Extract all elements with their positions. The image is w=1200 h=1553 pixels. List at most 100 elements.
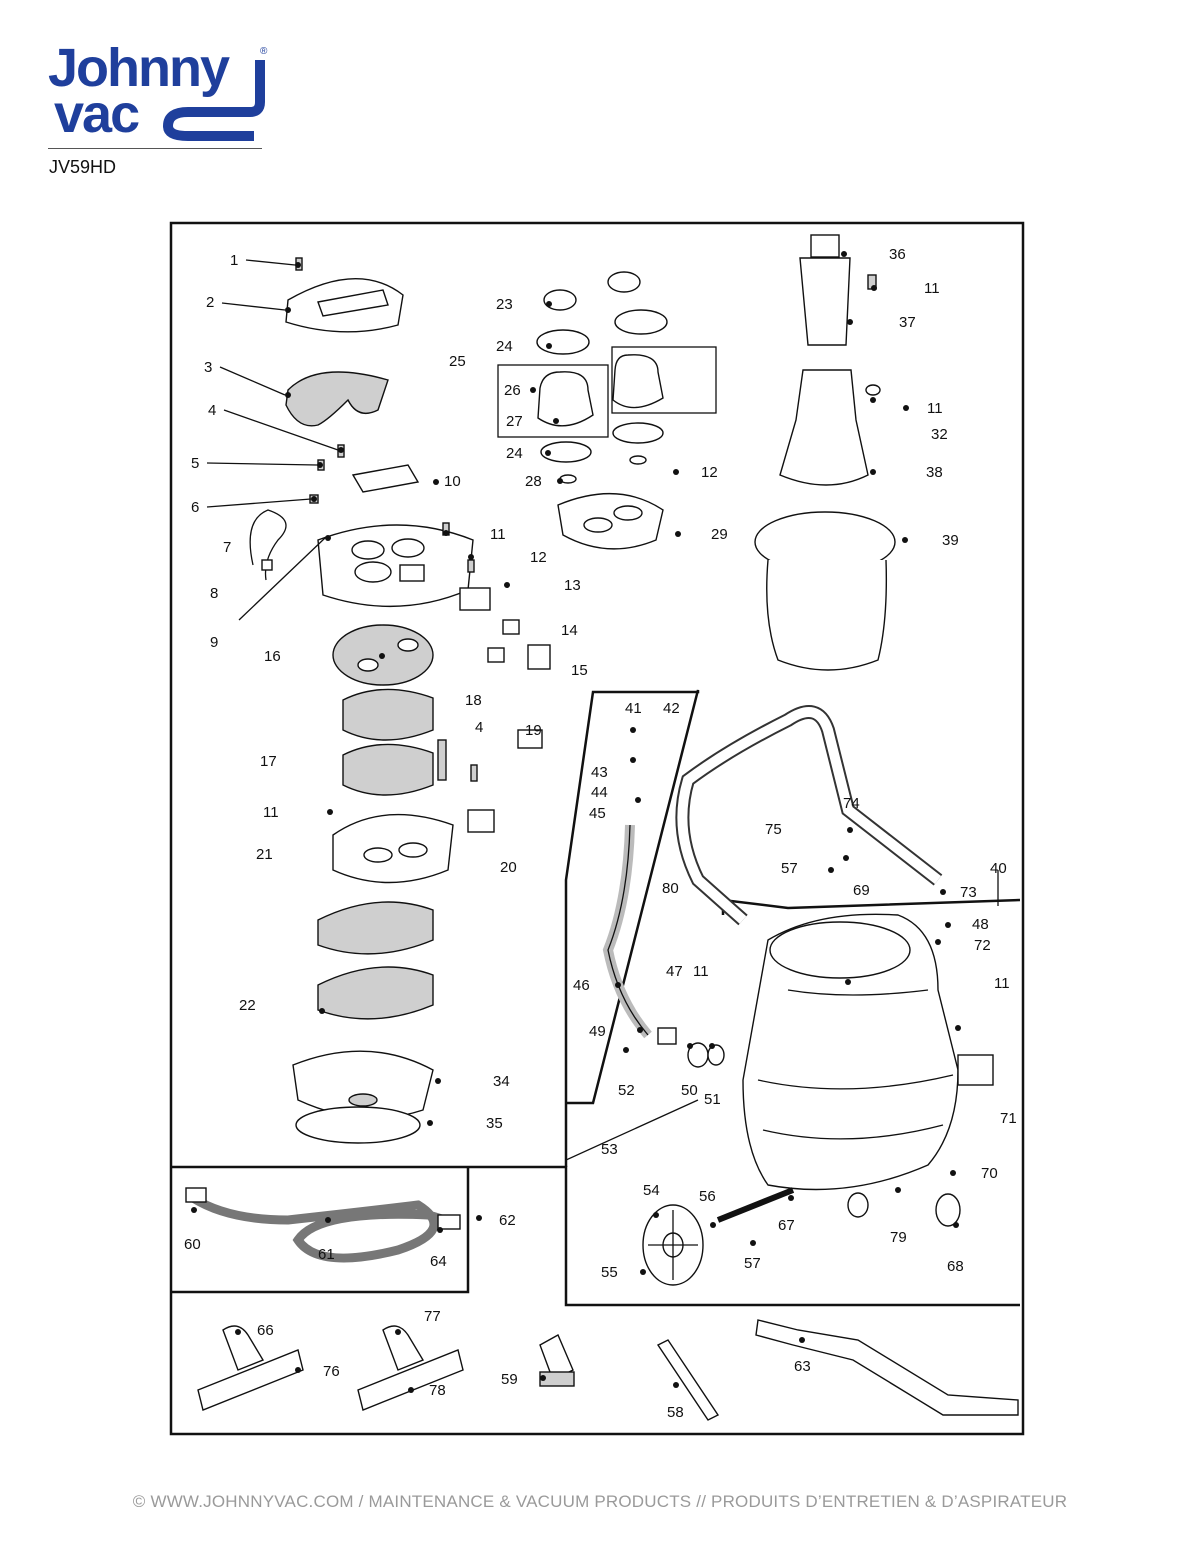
callout-label: 72 (974, 937, 991, 954)
callout-label: 27 (506, 413, 523, 430)
crevice-tool-58 (656, 1339, 720, 1421)
callout-label: 4 (208, 402, 216, 419)
callout-label: 23 (496, 296, 513, 313)
floor-tool-76 (197, 1325, 304, 1411)
callout-label: 14 (561, 622, 578, 639)
callout-label: 6 (191, 499, 199, 516)
callout-label: 18 (465, 692, 482, 709)
callout-label: 9 (210, 634, 218, 651)
caster-68 (935, 1193, 961, 1227)
callout-label: 11 (490, 526, 506, 543)
callout-label: 70 (981, 1165, 998, 1182)
logo-text-johnny: Johnny (48, 40, 230, 98)
callout-label: 62 (499, 1212, 516, 1229)
logo-swoosh (162, 60, 265, 141)
callout-label: 29 (711, 526, 728, 543)
callout-label: 55 (601, 1264, 618, 1281)
axle-67 (716, 1187, 795, 1223)
callout-label: 71 (1000, 1110, 1017, 1127)
callout-label: 11 (927, 400, 943, 417)
callout-label: 79 (890, 1229, 907, 1246)
carry-handle-top (285, 278, 404, 333)
callout-label: 21 (256, 846, 273, 863)
callout-label: 16 (264, 648, 281, 665)
hose-box (171, 1167, 470, 1294)
callout-label: 56 (699, 1188, 716, 1205)
callout-label: 52 (618, 1082, 635, 1099)
callout-label: 60 (184, 1236, 201, 1253)
callout-label: 61 (318, 1246, 335, 1263)
callout-label: 78 (429, 1382, 446, 1399)
callout-label: 77 (424, 1308, 441, 1325)
callout-label: 58 (667, 1404, 684, 1421)
hose-62 (185, 1187, 461, 1263)
motor-plate-29 (557, 492, 664, 550)
float-valve-36-37 (799, 234, 877, 346)
callout-label: 49 (589, 1023, 606, 1040)
power-cord (249, 509, 287, 581)
callout-label: 24 (506, 445, 523, 462)
hose-kit-box (564, 689, 700, 1167)
callout-label: 12 (701, 464, 718, 481)
callout-label: 38 (926, 464, 943, 481)
filter-bag-39 (754, 511, 896, 671)
callout-label: 11 (693, 963, 709, 980)
callout-label: 64 (430, 1253, 447, 1270)
upholstery-tool-59 (539, 1334, 575, 1387)
motor-assembly-25 (497, 271, 717, 484)
callout-label: 1 (230, 252, 238, 269)
callout-labels: 1 2 3 4 5 6 7 8 9 10 11 12 13 14 15 16 1… (184, 246, 1017, 1421)
callout-label: 80 (662, 880, 679, 897)
callout-label: 69 (853, 882, 870, 899)
callout-label: 53 (601, 1141, 618, 1158)
callout-label: 35 (486, 1115, 503, 1132)
callout-label: 50 (681, 1082, 698, 1099)
diagram-frame (169, 221, 1025, 1436)
callout-label: 57 (744, 1255, 761, 1272)
callout-label: 13 (564, 577, 581, 594)
callout-label: 42 (663, 700, 680, 717)
tank-box (721, 898, 1021, 915)
callout-label: 39 (942, 532, 959, 549)
callout-label: 59 (501, 1371, 518, 1388)
callout-label: 41 (625, 700, 642, 717)
registered-mark: ® (260, 46, 268, 57)
callout-label: 54 (643, 1182, 660, 1199)
callout-label: 12 (530, 549, 547, 566)
callout-label: 76 (323, 1363, 340, 1380)
callout-label: 17 (260, 753, 277, 770)
callout-label: 32 (931, 426, 948, 443)
wheel-54 (642, 1204, 704, 1286)
callout-label: 15 (571, 662, 588, 679)
callout-label: 34 (493, 1073, 510, 1090)
johnny-vac-logo: Johnny vac ® (48, 40, 268, 144)
callout-label: 11 (924, 280, 940, 297)
callout-label: 10 (444, 473, 461, 490)
callout-label: 3 (204, 359, 212, 376)
wand-63 (755, 1319, 1019, 1416)
float-cage-34 (292, 1050, 434, 1119)
exploded-parts-diagram: 1 2 3 4 5 6 7 8 9 10 11 12 13 14 15 16 1… (169, 221, 1025, 1436)
callout-label: 67 (778, 1217, 795, 1234)
callout-label: 51 (704, 1091, 721, 1108)
callout-label: 45 (589, 805, 606, 822)
gasket-22 (317, 901, 434, 1020)
callout-label: 2 (206, 294, 214, 311)
tank-40 (742, 913, 994, 1191)
gasket-ring-35 (295, 1106, 421, 1144)
callout-label: 7 (223, 539, 231, 556)
callout-label: 63 (794, 1358, 811, 1375)
callout-label: 19 (525, 722, 542, 739)
callout-label: 20 (500, 859, 517, 876)
push-handle-74 (675, 705, 943, 926)
callout-label: 5 (191, 455, 199, 472)
callout-label: 8 (210, 585, 218, 602)
logo-text-vac: vac (54, 84, 139, 144)
filter-foam-3 (285, 371, 389, 427)
callout-label: 22 (239, 997, 256, 1014)
callout-label: 26 (504, 382, 521, 399)
callout-label: 40 (990, 860, 1007, 877)
callout-label: 48 (972, 916, 989, 933)
callout-label: 66 (257, 1322, 274, 1339)
callout-label: 46 (573, 977, 590, 994)
